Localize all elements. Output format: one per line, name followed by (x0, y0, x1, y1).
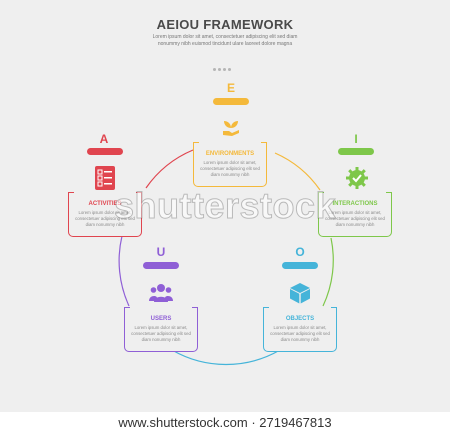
bar-u (143, 262, 179, 269)
card-users: USERS Lorem ipsum dolor sit amet, consec… (124, 307, 198, 353)
letter-u: U (156, 245, 166, 259)
ring-arc-u-o (171, 349, 281, 366)
page-subtitle: Lorem ipsum dolor sit amet, consectetuer… (152, 34, 298, 47)
page-title: AEIOU FRAMEWORK (156, 17, 294, 32)
plant-hand-icon (220, 116, 242, 143)
pagination-dots (213, 58, 237, 71)
letter-i: I (354, 132, 358, 146)
card-title: USERS (150, 316, 172, 322)
letter-o: O (295, 245, 305, 259)
ring-arc-e-i (274, 152, 321, 191)
footer-bar: www.shutterstock.com · 2719467813 (0, 412, 450, 433)
bar-i (338, 148, 374, 155)
card-description: Lorem ipsum dolor sit amet, consectetuer… (75, 210, 135, 227)
card-title: OBJECTS (285, 316, 315, 322)
card-activities: ACTIVITIES Lorem ipsum dolor sit amet, c… (68, 192, 142, 238)
card-description: Lorem ipsum dolor sit amet, consectetuer… (325, 210, 385, 227)
watermark: shutterstock (113, 185, 337, 227)
card-title: ENVIRONMENTS (205, 151, 255, 157)
bar-o (282, 262, 318, 269)
ring-arc-a-e (145, 149, 194, 189)
card-description: Lorem ipsum dolor sit amet, consectetuer… (270, 325, 330, 342)
bar-e (213, 98, 249, 105)
cycle-ring (118, 149, 334, 366)
card-title: INTERACTIONS (332, 201, 378, 207)
card-environments: ENVIRONMENTS Lorem ipsum dolor sit amet,… (193, 142, 267, 188)
bar-a (87, 148, 123, 155)
card-objects: OBJECTS Lorem ipsum dolor sit amet, cons… (263, 307, 337, 353)
letter-a: A (99, 132, 109, 146)
card-title: ACTIVITIES (88, 201, 122, 207)
card-description: Lorem ipsum dolor sit amet, consectetuer… (131, 325, 191, 342)
card-description: Lorem ipsum dolor sit amet, consectetuer… (200, 160, 260, 177)
checklist-icon (94, 165, 116, 196)
ring-arc-i-o (322, 237, 334, 307)
ring-arc-a-u (118, 235, 130, 307)
cube-icon (288, 281, 312, 310)
gear-check-icon (345, 166, 369, 195)
users-icon (149, 282, 173, 309)
card-interactions: INTERACTIONS Lorem ipsum dolor sit amet,… (318, 192, 392, 238)
letter-e: E (226, 81, 235, 95)
